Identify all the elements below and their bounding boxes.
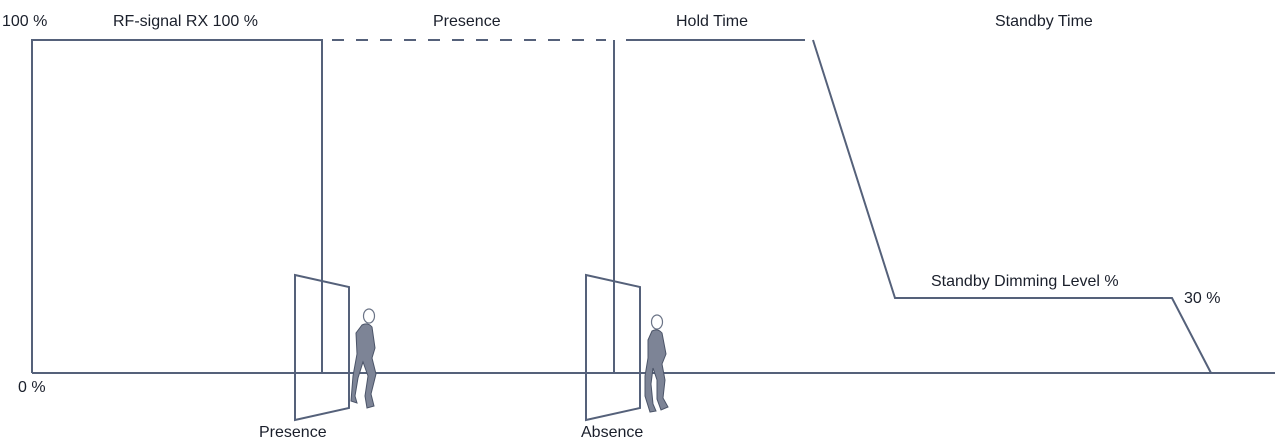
label-hold-time: Hold Time <box>676 13 748 30</box>
label-rf-signal: RF-signal RX 100 % <box>113 13 258 30</box>
standby-level-curve <box>812 39 1212 374</box>
label-standby-time: Standby Time <box>995 13 1093 30</box>
label-standby-dimming: Standby Dimming Level % <box>931 273 1119 290</box>
label-presence-bottom: Presence <box>259 424 327 441</box>
person-presence-icon <box>350 308 377 409</box>
label-presence-top: Presence <box>433 13 501 30</box>
door-absence-icon <box>585 273 641 422</box>
person-absence-icon <box>644 314 669 413</box>
label-absence-bottom: Absence <box>581 424 643 441</box>
rf-signal-pulse <box>31 39 323 373</box>
label-30-percent: 30 % <box>1184 290 1220 307</box>
label-0-percent: 0 % <box>18 379 46 396</box>
door-presence-icon <box>294 273 350 422</box>
label-100-percent: 100 % <box>2 13 47 30</box>
